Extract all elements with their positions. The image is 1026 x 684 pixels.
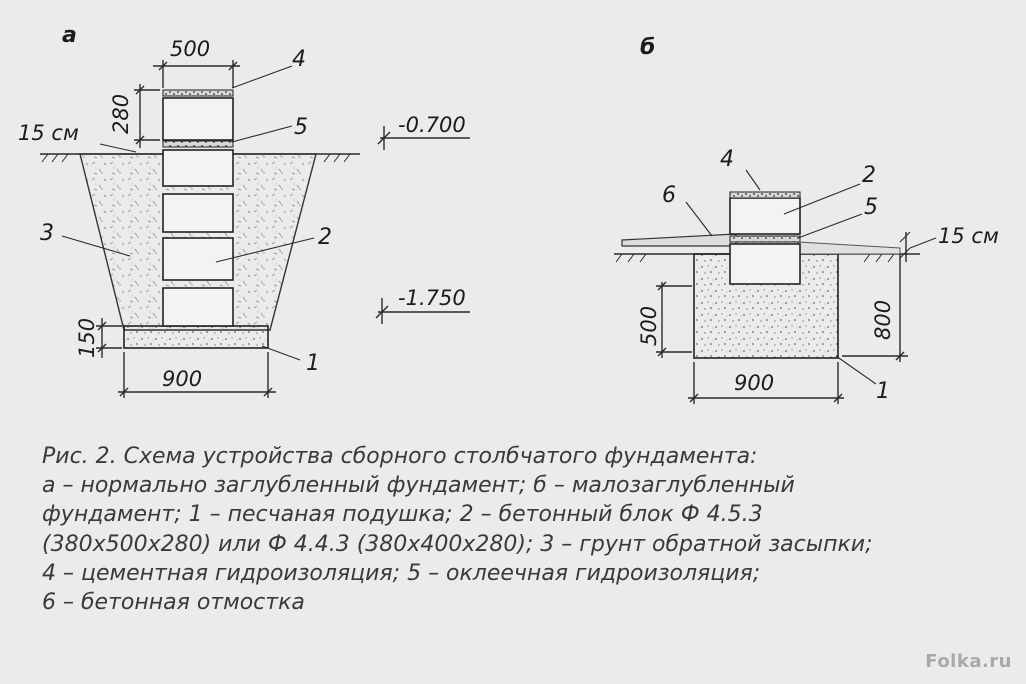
dimension-280: 280	[109, 84, 160, 148]
callout-b-2: 2	[862, 163, 876, 188]
callout-a-3: 3	[40, 221, 54, 246]
cement-waterproofing-b	[729, 191, 801, 199]
callout-b-4: 4	[720, 147, 734, 172]
adhesive-waterproofing-b	[729, 235, 801, 243]
dimension-15cm-b: 15 см	[899, 224, 999, 262]
concrete-apron	[621, 233, 737, 247]
callout-a-4: 4	[292, 47, 306, 72]
callouts-b: 4 2 6 5 1	[662, 147, 890, 404]
dim-500-text: 500	[170, 37, 210, 61]
adhesive-waterproofing-a	[162, 140, 234, 148]
diagram-b: б 15 см 500	[614, 35, 999, 404]
caption-line: 6 – бетонная отмостка	[42, 590, 305, 616]
level-mark-bottom: -1.750	[375, 286, 470, 324]
callout-a-5: 5	[294, 115, 308, 140]
dimension-500-b: 500	[637, 281, 692, 358]
callouts-a: 4 5 3 2 1	[40, 47, 332, 376]
dimension-900-a: 900	[118, 352, 276, 398]
cement-waterproofing-a	[162, 89, 234, 97]
dimension-15cm-a: 15 см	[18, 121, 137, 153]
caption-line: Рис. 2. Схема устройства сборного столбч…	[42, 444, 758, 469]
dim-900-b-text: 900	[734, 371, 774, 395]
caption-line: фундамент; 1 – песчаная подушка; 2 – бет…	[42, 502, 763, 528]
diagram-a: а 500	[18, 23, 470, 398]
dimension-900-b: 900	[688, 362, 844, 404]
diagram-a-letter: а	[62, 23, 77, 48]
dimension-150: 150	[75, 318, 122, 358]
level-bottom-text: -1.750	[398, 286, 466, 310]
callout-a-2: 2	[318, 225, 332, 250]
level-top-text: -0.700	[398, 113, 466, 137]
callout-b-5: 5	[864, 195, 878, 220]
caption-line: а – нормально заглубленный фундамент; б …	[42, 473, 795, 499]
dimension-500: 500	[153, 37, 240, 88]
caption-line: 4 – цементная гидроизоляция; 5 – оклеечн…	[42, 560, 761, 586]
concrete-blocks-b	[729, 197, 801, 285]
concrete-apron-right	[797, 241, 901, 255]
diagram-b-letter: б	[640, 35, 655, 60]
dim-15cm-b-text: 15 см	[938, 224, 999, 248]
sand-cushion-a	[123, 325, 269, 349]
callout-b-6: 6	[662, 183, 676, 208]
callout-b-1: 1	[876, 379, 890, 404]
concrete-blocks-a	[162, 97, 234, 327]
dimension-800: 800	[842, 254, 908, 362]
watermark: Folka.ru	[925, 651, 1012, 672]
callout-a-1: 1	[306, 351, 320, 376]
dim-900-a-text: 900	[162, 367, 202, 391]
level-mark-top: -0.700	[377, 113, 470, 150]
dim-15cm-a-text: 15 см	[18, 121, 79, 145]
dim-150-text: 150	[75, 318, 99, 358]
dim-800-text: 800	[871, 300, 895, 340]
foundation-drawing: а 500	[18, 23, 999, 404]
dim-280-text: 280	[109, 94, 133, 134]
figure-caption: Рис. 2. Схема устройства сборного столбч…	[42, 442, 1017, 617]
caption-line: (380х500х280) или Ф 4.4.3 (380х400х280);…	[42, 531, 873, 557]
dim-500-b-text: 500	[637, 306, 661, 346]
